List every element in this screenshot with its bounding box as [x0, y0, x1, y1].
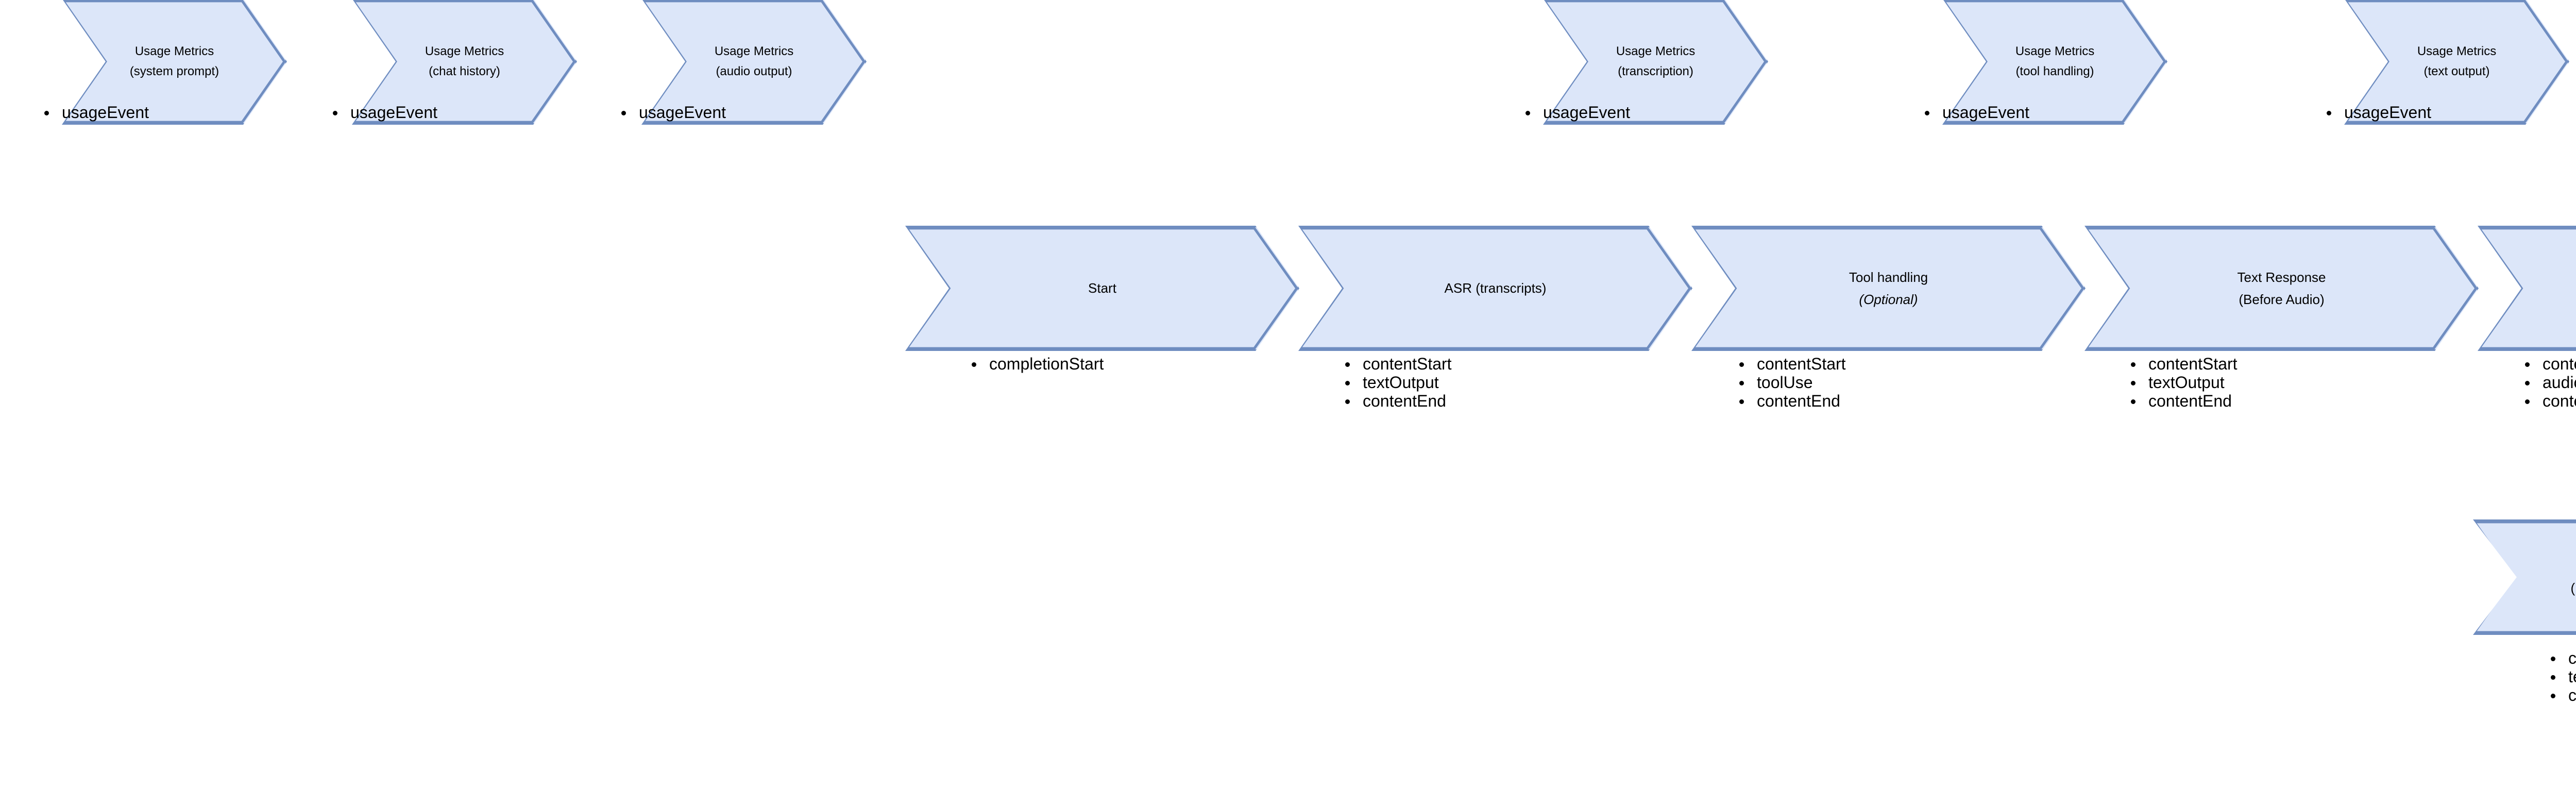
chevron-subtitle: (tool handling) [2015, 64, 2094, 78]
list-item: contentStart [2128, 355, 2238, 373]
event-list-barge-in: contentStart textOutput contentEnd [2548, 649, 2576, 704]
flow-chevron-barge-in[interactable]: Barge in (User Interruption) [2473, 519, 2576, 635]
list-item: toolUse [1736, 373, 1846, 392]
list-item: usageEvent [1922, 103, 2029, 122]
list-item: usageEvent [1522, 103, 1630, 122]
list-item: usageEvent [618, 103, 726, 122]
chevron-title: Usage Metrics [134, 44, 214, 58]
event-list-asr: contentStart textOutput contentEnd [1342, 355, 1452, 410]
list-item: textOutput [1342, 373, 1452, 392]
list-item: contentEnd [1342, 392, 1452, 410]
event-list-text-response-before-audio: contentStart textOutput contentEnd [2128, 355, 2238, 410]
list-item: contentStart [1736, 355, 1846, 373]
chevron-title: Tool handling [1849, 270, 1928, 286]
chevron-outline [2475, 521, 2576, 633]
list-item: contentEnd [1736, 392, 1846, 410]
flow-chevron-tool-handling[interactable]: Tool handling (Optional) [1691, 226, 2086, 351]
list-item: usageEvent [41, 103, 149, 122]
event-list-start: completionStart [969, 355, 1104, 373]
event-list-transcription: usageEvent [1522, 103, 1630, 122]
list-item: textOutput [2128, 373, 2238, 392]
list-item: contentStart [2522, 355, 2576, 373]
chevron-subtitle: (Before Audio) [2239, 291, 2325, 307]
chevron-subtitle: (transcription) [1618, 64, 1693, 78]
event-list-audio-output-left: usageEvent [618, 103, 726, 122]
list-item: contentEnd [2128, 392, 2238, 410]
chevron-title: Usage Metrics [2015, 44, 2095, 58]
flow-chevron-start[interactable]: Start [905, 226, 1299, 351]
list-item: contentStart [1342, 355, 1452, 373]
event-list-audio-response: contentStart audioOutput contentEnd [2522, 355, 2576, 410]
flow-chevron-text-response-before-audio[interactable]: Text Response (Before Audio) [2084, 226, 2479, 351]
chevron-title: Usage Metrics [425, 44, 504, 58]
list-item: contentEnd [2522, 392, 2576, 410]
chevron-title: Text Response [2237, 270, 2326, 286]
list-item: completionStart [969, 355, 1104, 373]
list-item: usageEvent [2324, 103, 2431, 122]
chevron-subtitle: (User Interruption) [2570, 580, 2575, 596]
event-list-system-prompt: usageEvent [41, 103, 149, 122]
list-item: textOutput [2548, 667, 2576, 686]
event-list-chat-history: usageEvent [330, 103, 437, 122]
chevron-subtitle: (chat history) [429, 64, 500, 78]
event-list-tool-handling-flow: contentStart toolUse contentEnd [1736, 355, 1846, 410]
chevron-title: ASR (transcripts) [1444, 280, 1547, 296]
chevron-subtitle: (Optional) [1859, 291, 1918, 307]
event-list-text-output: usageEvent [2324, 103, 2431, 122]
chevron-title: Usage Metrics [2417, 44, 2497, 58]
chevron-title: Start [1088, 280, 1116, 296]
flow-chevron-audio-response[interactable]: Audio Response [2478, 226, 2576, 351]
chevron-subtitle: (text output) [2424, 64, 2490, 78]
flow-chevron-asr[interactable]: ASR (transcripts) [1298, 226, 1692, 351]
chevron-subtitle: (system prompt) [129, 64, 219, 78]
list-item: contentStart [2548, 649, 2576, 667]
chevron-title: Usage Metrics [714, 44, 794, 58]
chevron-outline [2479, 227, 2576, 349]
event-list-tool-handling: usageEvent [1922, 103, 2029, 122]
list-item: contentEnd [2548, 686, 2576, 704]
list-item: usageEvent [330, 103, 437, 122]
chevron-subtitle: (audio output) [716, 64, 792, 78]
chevron-title: Usage Metrics [1616, 44, 1696, 58]
list-item: audioOutput [2522, 373, 2576, 392]
